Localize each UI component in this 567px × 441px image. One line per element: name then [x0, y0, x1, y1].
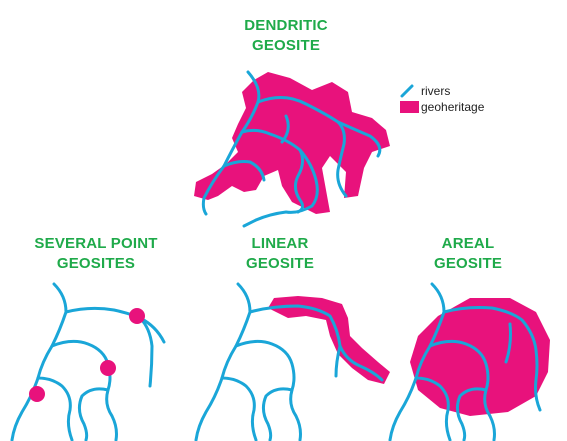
point-title-line2: GEOSITES: [57, 255, 135, 272]
areal-river-right-branch: [504, 322, 512, 364]
areal-river-mid-branch: [428, 339, 496, 441]
point-river-left-branch: [36, 376, 74, 441]
point-geosite-2: [100, 360, 116, 376]
linear-river-lower-branch: [261, 387, 294, 441]
legend-geoheritage-swatch: [400, 101, 419, 113]
areal-river-top-branch: [442, 306, 542, 412]
dendritic-river-main: [201, 70, 261, 216]
linear-river-mid-branch: [234, 339, 302, 441]
dendritic-title-line1: DENDRITIC: [244, 17, 327, 34]
legend-river-swatch: [400, 84, 414, 98]
legend-geoheritage-label: geoheritage: [421, 100, 485, 114]
point-geosites-panel: SEVERAL POINT GEOSITES: [10, 235, 166, 441]
point-river-mid-branch: [50, 339, 118, 441]
dendritic-river-small-branch: [280, 114, 290, 144]
point-river-main: [10, 282, 68, 441]
dendritic-river-mid-branch: [240, 128, 305, 214]
linear-river-left-branch: [220, 376, 258, 441]
point-river-lower-branch: [77, 387, 110, 441]
dendritic-title-line2: GEOSITE: [252, 37, 320, 54]
areal-river-main: [388, 282, 446, 441]
areal-river-left-branch: [414, 376, 452, 441]
linear-geoheritage-strip: [268, 296, 390, 384]
point-geosite-3: [29, 386, 45, 402]
areal-title-line1: AREAL: [442, 235, 495, 252]
dendritic-geosite-panel: DENDRITIC GEOSITE: [194, 17, 390, 228]
linear-river-main: [194, 282, 252, 441]
areal-river-lower-branch: [455, 387, 488, 441]
linear-geosite-panel: LINEAR GEOSITE: [194, 235, 390, 441]
areal-geoheritage-area: [410, 298, 550, 416]
areal-title-line2: GEOSITE: [434, 255, 502, 272]
linear-river-right-branch: [334, 344, 342, 378]
areal-geosite-panel: AREAL GEOSITE: [388, 235, 550, 441]
point-title-line1: SEVERAL POINT: [34, 235, 157, 252]
linear-title-line2: GEOSITE: [246, 255, 314, 272]
dendritic-river-top-branch: [256, 96, 348, 198]
dendritic-river-left-branch: [222, 160, 266, 182]
legend-rivers-label: rivers: [421, 84, 450, 98]
point-geosite-1: [129, 308, 145, 324]
legend: rivers geoheritage: [400, 84, 485, 114]
linear-title-line1: LINEAR: [251, 235, 308, 252]
dendritic-river-right-branch: [336, 120, 382, 158]
linear-river-top-branch: [248, 304, 384, 382]
dendritic-river-lower-branch: [242, 148, 319, 228]
